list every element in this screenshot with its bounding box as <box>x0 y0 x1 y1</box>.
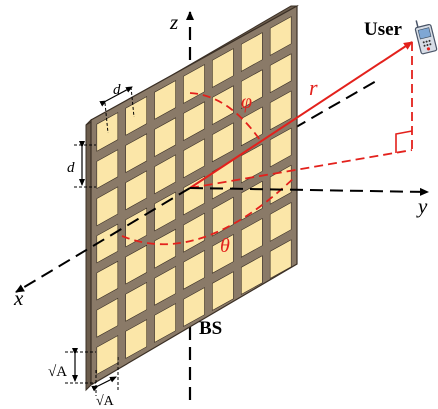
dimension-sqrtA-bottom <box>91 357 119 396</box>
antenna-element <box>241 255 263 295</box>
antenna-element <box>241 217 263 258</box>
theta-label: θ <box>220 235 230 257</box>
antenna-element <box>96 260 119 301</box>
panel-element-grid <box>96 16 292 375</box>
dimension-d-left <box>74 141 96 188</box>
antenna-element <box>183 101 205 142</box>
antenna-element <box>183 212 205 253</box>
antenna-element <box>154 303 176 343</box>
right-angle-mark <box>395 130 413 153</box>
phi-label: φ <box>241 91 252 113</box>
antenna-element <box>269 53 292 94</box>
antenna-element <box>125 281 147 322</box>
dimension-sqrtA-left <box>65 348 96 384</box>
antenna-element <box>241 143 263 184</box>
antenna-element <box>269 16 292 56</box>
antenna-element <box>212 233 234 274</box>
antenna-element <box>125 244 147 285</box>
r-label: r <box>309 75 318 100</box>
user-label: User <box>364 19 403 40</box>
antenna-element <box>269 90 292 131</box>
user-direction-vectors <box>121 41 413 246</box>
antenna-element <box>183 287 205 327</box>
antenna-element <box>241 32 263 72</box>
y-axis-label: y <box>416 194 428 218</box>
antenna-element <box>269 201 292 242</box>
antenna-element <box>125 133 147 174</box>
d-top-label: d <box>113 82 121 98</box>
antenna-element <box>96 297 119 338</box>
antenna-element <box>241 180 263 221</box>
antenna-element <box>154 117 176 158</box>
antenna-element <box>212 122 234 163</box>
antenna-element <box>183 64 205 104</box>
antenna-element <box>154 80 176 120</box>
antenna-element <box>125 319 147 359</box>
antenna-element <box>183 138 205 179</box>
antenna-element <box>212 85 234 126</box>
x-axis-front <box>15 187 191 293</box>
r-vector <box>189 41 413 189</box>
user-projection-line <box>189 149 413 189</box>
antenna-element <box>269 127 292 168</box>
antenna-element <box>154 191 176 232</box>
sqrtA-bottom-label: √A <box>96 394 115 409</box>
bs-label: BS <box>199 318 222 339</box>
antenna-element <box>241 69 263 110</box>
theta-angle-arc <box>121 175 297 246</box>
bs-antenna-panel <box>85 4 299 392</box>
x-axis-label: x <box>13 286 24 310</box>
antenna-element <box>96 149 119 190</box>
antenna-element <box>154 228 176 269</box>
phi-angle-arc <box>189 92 261 141</box>
mobile-phone-icon <box>414 20 438 55</box>
sqrtA-left-label: √A <box>48 364 67 380</box>
antenna-element <box>154 265 176 306</box>
antenna-element <box>269 164 292 205</box>
d-left-label: d <box>67 160 75 176</box>
antenna-element <box>183 175 205 216</box>
antenna-element <box>96 186 119 227</box>
antenna-element <box>212 48 234 88</box>
z-axis-label: z <box>169 10 178 34</box>
antenna-element <box>183 249 205 290</box>
antenna-element <box>125 170 147 211</box>
antenna-element <box>269 239 292 279</box>
antenna-element <box>154 154 176 195</box>
antenna-element <box>212 271 234 311</box>
antenna-element <box>96 112 119 152</box>
panel-side <box>85 118 92 392</box>
dimension-d-top <box>99 86 135 134</box>
